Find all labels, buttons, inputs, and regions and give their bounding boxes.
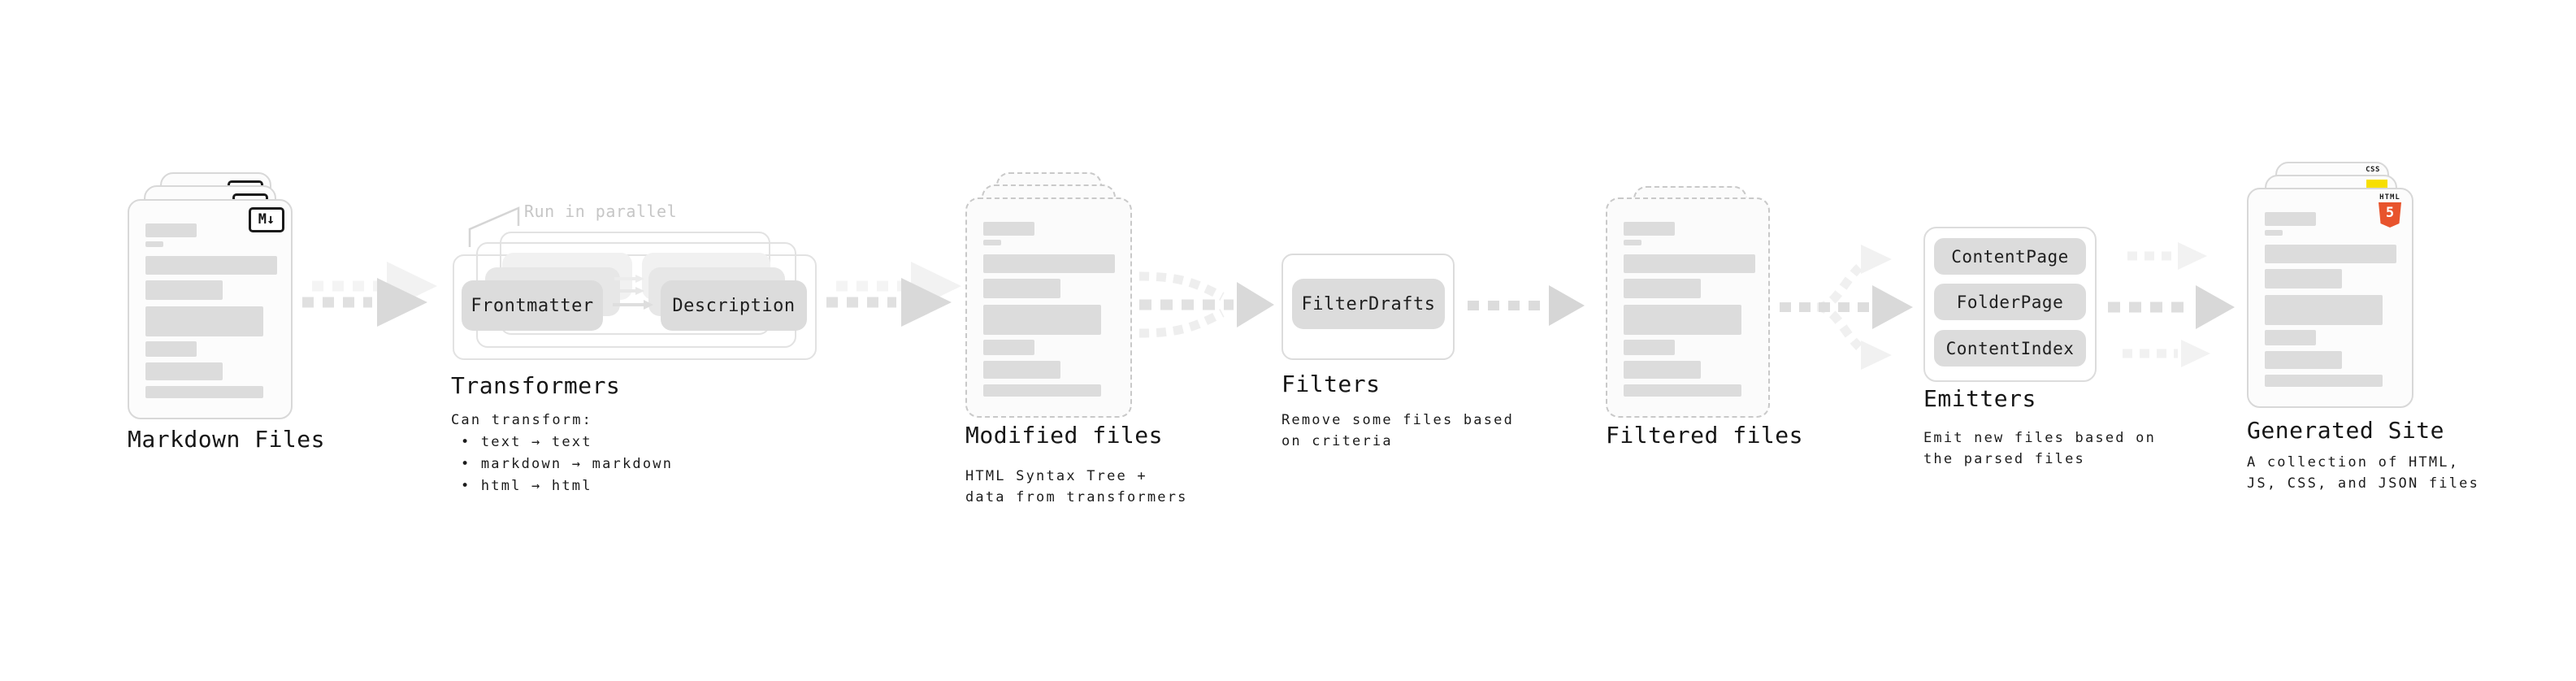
stage-label-generated-site: Generated Site	[2247, 417, 2445, 444]
stage-label-transformers: Transformers	[451, 372, 621, 399]
doc-content-bar	[1624, 240, 1641, 245]
doc-content-placeholder	[1624, 222, 1755, 400]
doc-content-bar	[983, 240, 1001, 245]
doc-content-bar	[1624, 279, 1701, 298]
flow-arrow-double-icon	[826, 262, 961, 327]
doc-content-bar	[2265, 375, 2383, 387]
markdown-icon: M↓	[249, 207, 284, 232]
doc-content-placeholder	[145, 223, 278, 401]
transform-item: • text → text	[461, 434, 592, 450]
doc-content-bar	[145, 341, 197, 357]
transform-item: • markdown → markdown	[461, 456, 674, 472]
doc-content-bar	[2265, 269, 2342, 288]
modified-file-doc-front	[965, 197, 1132, 418]
doc-content-bar	[1624, 222, 1675, 236]
filtered-file-doc-front	[1606, 197, 1770, 418]
doc-content-bar	[983, 279, 1060, 298]
transformers-note-title: Can transform:	[451, 412, 593, 428]
flow-arrow-triple-icon	[2108, 242, 2235, 367]
doc-content-bar	[145, 306, 263, 336]
doc-content-bar	[1624, 305, 1741, 335]
stage-label-filters: Filters	[1281, 371, 1381, 397]
doc-content-bar	[145, 241, 163, 247]
transformer-step-description: Description	[661, 280, 807, 331]
doc-content-bar	[145, 256, 277, 275]
transformer-frame-front	[453, 254, 817, 360]
doc-content-bar	[983, 340, 1034, 355]
doc-content-bar	[2265, 295, 2383, 325]
doc-content-bar	[2265, 330, 2316, 345]
doc-content-bar	[145, 223, 197, 237]
emitter-contentindex: ContentIndex	[1934, 330, 2086, 367]
doc-content-bar	[983, 305, 1101, 335]
doc-content-bar	[1624, 254, 1755, 273]
parallel-arrows-icon	[613, 275, 653, 310]
generated-site-note: A collection of HTML, JS, CSS, and JSON …	[2247, 454, 2480, 492]
run-in-parallel-note: Run in parallel	[524, 202, 678, 221]
doc-content-bar	[983, 361, 1060, 379]
transformers-note-list: • text → text • markdown → markdown • ht…	[461, 432, 673, 497]
emitter-contentpage: ContentPage	[1934, 238, 2086, 275]
markdown-file-doc-front: M↓	[128, 199, 293, 419]
generated-doc-html: HTML 5	[2247, 188, 2413, 408]
transform-item: • html → html	[461, 478, 592, 494]
filter-filterdrafts: FilterDrafts	[1292, 279, 1445, 329]
doc-content-bar	[145, 386, 263, 398]
flow-arrow-merge-icon	[1138, 271, 1274, 338]
doc-content-bar	[1624, 361, 1701, 379]
html5-icon-shield: 5	[2379, 202, 2401, 228]
doc-content-bar	[145, 362, 223, 380]
doc-content-bar	[2265, 212, 2316, 226]
callout-line-icon	[468, 206, 520, 247]
html5-icon-label: HTML	[2379, 193, 2400, 202]
doc-content-bar	[983, 254, 1115, 273]
flow-arrow-fanout-icon	[1780, 245, 1913, 370]
stage-label-emitters: Emitters	[1923, 385, 2036, 412]
doc-content-bar	[983, 222, 1034, 236]
flow-arrow-double-icon	[302, 262, 437, 327]
doc-content-placeholder	[2265, 212, 2399, 390]
doc-content-bar	[983, 384, 1101, 397]
modified-files-note: HTML Syntax Tree + data from transformer…	[965, 468, 1188, 505]
emitters-note: Emit new files based on the parsed files	[1923, 430, 2157, 467]
doc-content-placeholder	[983, 222, 1117, 400]
filters-note: Remove some files based on criteria	[1281, 412, 1515, 449]
doc-content-bar	[2265, 351, 2342, 369]
css-icon-label: CSS	[2366, 166, 2380, 174]
doc-content-bar	[1624, 384, 1741, 397]
emitter-folderpage: FolderPage	[1934, 284, 2086, 320]
stage-label-filtered-files: Filtered files	[1606, 422, 1804, 449]
flow-arrow-icon	[1468, 285, 1585, 326]
doc-content-bar	[2265, 245, 2396, 263]
doc-content-bar	[2265, 230, 2283, 236]
html5-icon: HTML 5	[2376, 193, 2404, 228]
stage-label-markdown-files: Markdown Files	[128, 426, 326, 453]
stage-label-modified-files: Modified files	[965, 422, 1164, 449]
doc-content-bar	[1624, 340, 1675, 355]
transformer-step-frontmatter: Frontmatter	[462, 280, 603, 331]
doc-content-bar	[145, 280, 223, 300]
